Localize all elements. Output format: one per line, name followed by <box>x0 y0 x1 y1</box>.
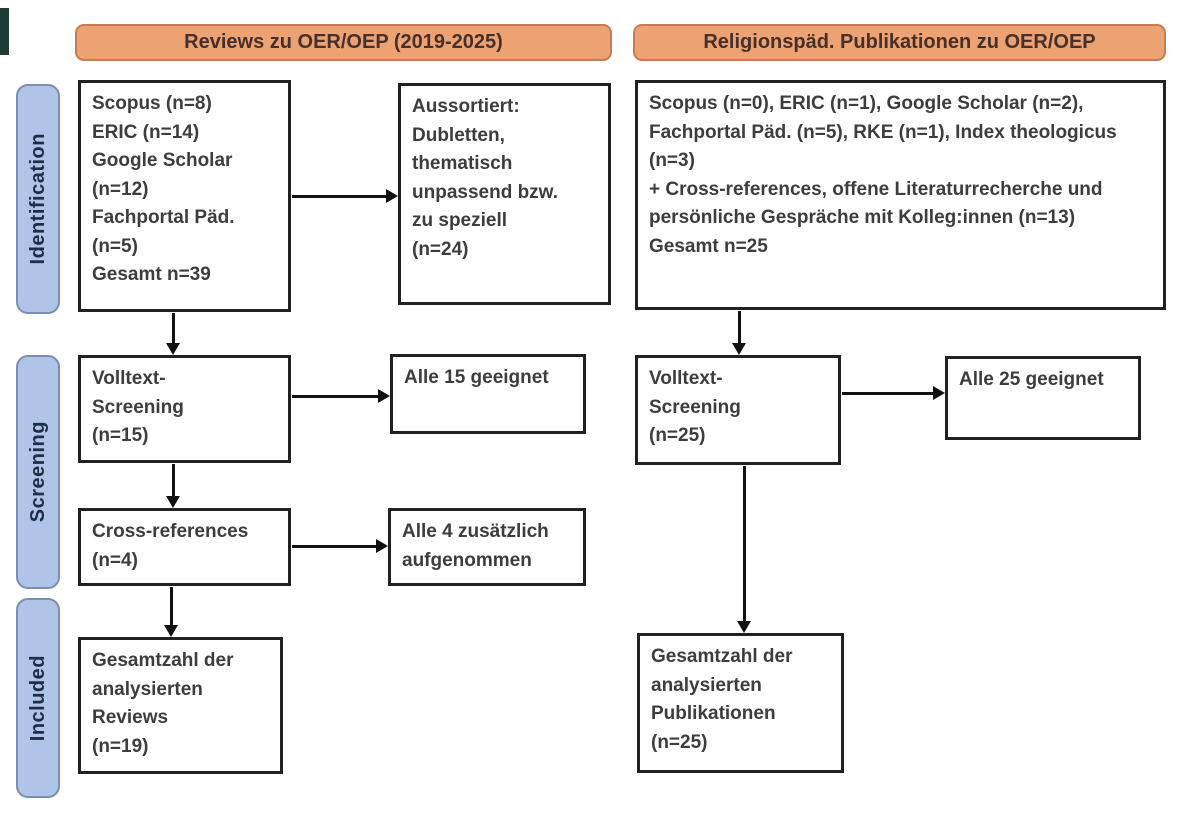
column-header-religion-label: Religionspäd. Publikationen zu OER/OEP <box>703 31 1096 53</box>
box-fulltext-screening-reviews: Volltext- Screening (n=15) <box>78 355 291 463</box>
arrow-fulltext-to-included-religion <box>737 466 751 633</box>
box-crossref-result: Alle 4 zusätzlich aufgenommen <box>388 508 586 586</box>
arrow-fulltext-to-result-religion <box>842 386 945 400</box>
stage-identification-label: Identification <box>26 133 49 265</box>
stage-included-label: Included <box>26 654 49 742</box>
box-included-reviews: Gesamtzahl der analysierten Reviews (n=1… <box>78 637 283 774</box>
arrow-sources-to-fulltext-reviews <box>166 313 180 355</box>
arrow-fulltext-to-result-reviews <box>292 389 390 403</box>
box-excluded: Aussortiert: Dubletten, thematisch unpas… <box>398 83 611 305</box>
box-included-religion: Gesamtzahl der analysierten Publikatione… <box>637 633 844 773</box>
box-identification-sources-religion: Scopus (n=0), ERIC (n=1), Google Scholar… <box>635 80 1166 310</box>
arrow-crossref-to-result <box>292 539 388 553</box>
column-header-reviews: Reviews zu OER/OEP (2019-2025) <box>75 24 612 61</box>
page-edge-mark <box>0 8 9 55</box>
box-fulltext-result-religion: Alle 25 geeignet <box>945 356 1141 440</box>
arrow-sources-to-fulltext-religion <box>732 311 746 355</box>
box-identification-sources-reviews: Scopus (n=8) ERIC (n=14) Google Scholar … <box>78 80 291 312</box>
stage-identification: Identification <box>16 84 60 314</box>
box-crossref: Cross-references (n=4) <box>78 508 291 586</box>
stage-included: Included <box>16 598 60 798</box>
box-fulltext-screening-religion: Volltext- Screening (n=25) <box>635 355 841 465</box>
column-header-religion: Religionspäd. Publikationen zu OER/OEP <box>633 24 1166 61</box>
arrow-fulltext-to-crossref <box>166 464 180 508</box>
arrow-sources-to-excluded <box>292 189 398 203</box>
arrow-crossref-to-included-reviews <box>164 587 178 637</box>
column-header-reviews-label: Reviews zu OER/OEP (2019-2025) <box>184 31 503 53</box>
box-fulltext-result-reviews: Alle 15 geeignet <box>390 354 586 434</box>
stage-screening-label: Screening <box>26 421 49 523</box>
stage-screening: Screening <box>16 355 60 589</box>
